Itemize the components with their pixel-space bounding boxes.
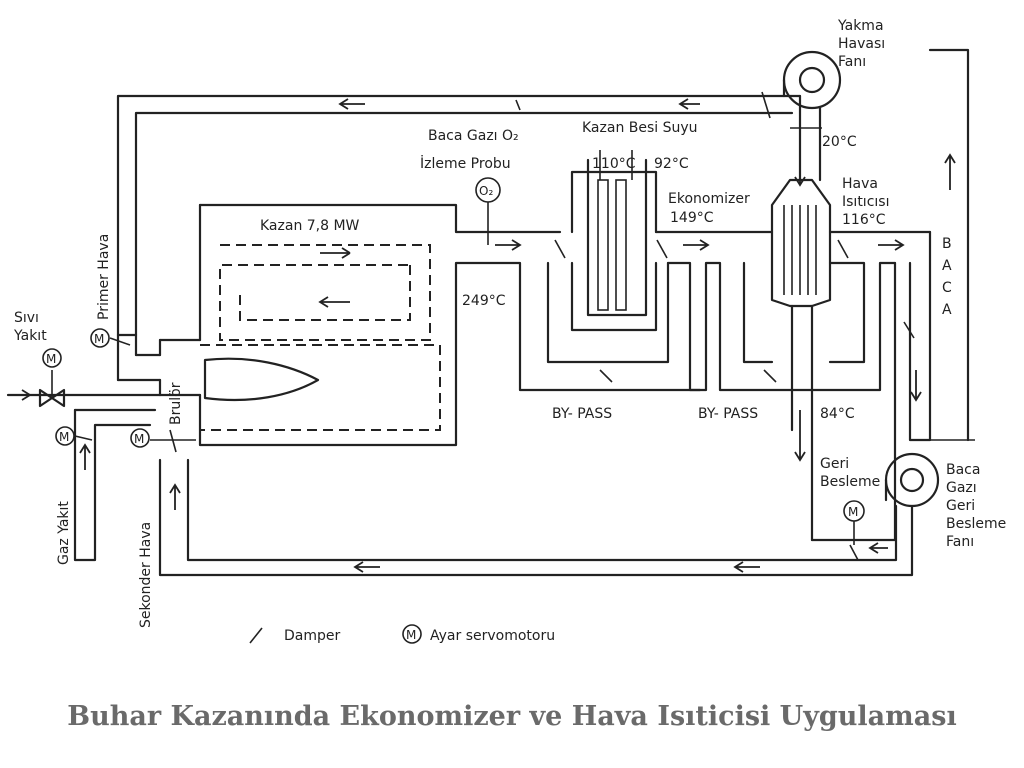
gas-arrow-2 — [318, 296, 350, 308]
legend-servo-icon — [402, 624, 422, 644]
fuel-lines — [6, 370, 162, 562]
flow-arrows-top — [338, 98, 700, 110]
label-geri-2: Geri — [946, 498, 975, 514]
legend-servo-label: Ayar servomotoru — [430, 628, 555, 644]
label-flue-gas-o2: Baca Gazı O₂ — [428, 128, 519, 144]
damper-marker — [515, 99, 521, 111]
motor-label: M — [59, 430, 69, 444]
temp-116: 116°C — [842, 212, 886, 228]
servo-motor-secondary-air — [130, 428, 150, 448]
legend: Damper M Ayar servomotoru — [249, 624, 555, 644]
combustion-air-fan — [761, 50, 842, 182]
label-gazi: Gazı — [946, 480, 977, 496]
legend-servo-symbol: M — [406, 628, 416, 642]
label-fani: Fanı — [838, 54, 866, 70]
legend-damper-label: Damper — [284, 628, 340, 644]
label-baca: Baca — [946, 462, 980, 478]
label-sivi: Sıvı — [14, 310, 39, 326]
label-besleme: Besleme — [820, 474, 880, 490]
primary-air-duct — [116, 94, 802, 397]
flow-arrows-bottom — [169, 483, 888, 573]
o2-symbol: O₂ — [479, 184, 493, 198]
label-stack-c: C — [942, 280, 952, 296]
label-burner: Brulör — [168, 382, 184, 425]
label-isiticisi: Isıtıcısı — [842, 194, 889, 210]
label-gas-fuel: Gaz Yakıt — [56, 501, 72, 565]
label-fani-2: Fanı — [946, 534, 974, 550]
temp-92: 92°C — [654, 156, 689, 172]
label-yakit: Yakıt — [13, 328, 47, 344]
label-boiler: Kazan 7,8 MW — [260, 218, 360, 234]
gas-arrow — [320, 247, 351, 259]
label-besleme-2: Besleme — [946, 516, 1006, 532]
label-bypass-1: BY- PASS — [552, 406, 612, 422]
label-monitoring-probe: İzleme Probu — [420, 154, 511, 172]
servo-motor-primary-air — [90, 328, 110, 348]
dampers — [150, 239, 915, 561]
servo-motors: M M M M M — [42, 328, 865, 545]
flow-arrows-gas — [495, 153, 956, 402]
label-geri: Geri — [820, 456, 849, 472]
servo-motor-liquid-fuel — [42, 348, 62, 368]
temp-149: 149°C — [670, 210, 714, 226]
label-bypass-2: BY- PASS — [698, 406, 758, 422]
flue-gas-recirculation-fan — [158, 452, 940, 577]
motor-label: M — [94, 332, 104, 346]
boiler-kazan — [198, 203, 702, 447]
label-yakma: Yakma — [837, 18, 884, 34]
label-primary-air: Primer Hava — [96, 234, 112, 320]
servo-motor-gas-fuel — [55, 426, 75, 446]
motor-label: M — [46, 352, 56, 366]
label-feedwater: Kazan Besi Suyu — [582, 120, 698, 136]
temp-110: 110°C — [592, 156, 636, 172]
air-down-arrow-2 — [794, 410, 806, 462]
legend-damper-icon — [249, 627, 263, 644]
temp-249: 249°C — [462, 293, 506, 309]
motor-label: M — [134, 432, 144, 446]
label-economizer: Ekonomizer — [668, 191, 750, 207]
label-secondary-air: Sekonder Hava — [138, 522, 154, 628]
label-havasi: Havası — [838, 36, 885, 52]
air-heater — [770, 178, 832, 542]
motor-label: M — [848, 505, 858, 519]
label-stack-a: A — [942, 258, 952, 274]
label-stack-a2: A — [942, 302, 952, 318]
figure-caption: Buhar Kazanında Ekonomizer ve Hava Isıti… — [67, 701, 956, 732]
air-down-arrow — [794, 140, 806, 187]
temp-20: 20°C — [822, 134, 857, 150]
temp-84: 84°C — [820, 406, 855, 422]
economizer — [546, 150, 670, 364]
label-hava: Hava — [842, 176, 878, 192]
label-stack-b: B — [942, 236, 952, 252]
o2-probe: O₂ — [475, 177, 501, 245]
